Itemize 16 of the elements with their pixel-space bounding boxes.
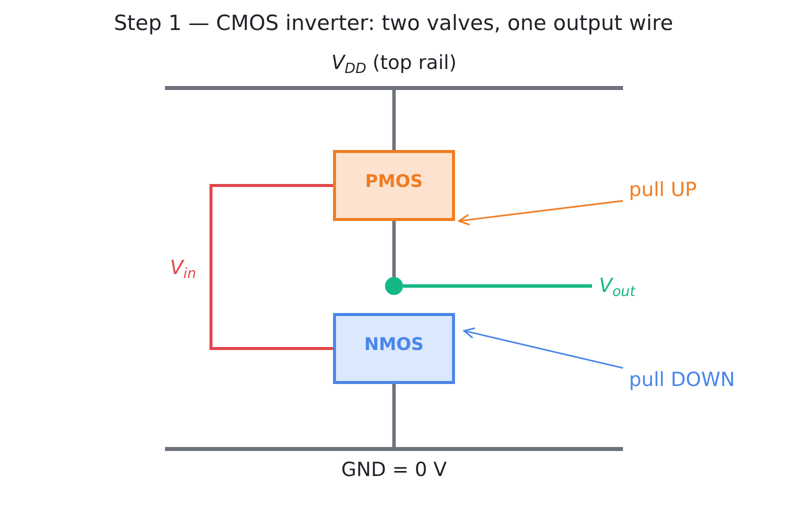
title: Step 1 — CMOS inverter: two valves, one output wire	[112, 10, 674, 36]
transistor-box: PMOS	[333, 150, 455, 221]
rail-label: V$_{DD}$ (top rail)	[330, 51, 458, 75]
gate-wire	[210, 184, 333, 350]
wire	[392, 384, 396, 447]
junction-dot-icon	[385, 277, 403, 295]
output-label: V$_{out}$	[599, 274, 636, 298]
rail-label: GND = 0 V	[340, 458, 448, 482]
leader-arrow	[458, 200, 624, 226]
transistor-box: NMOS	[333, 313, 455, 384]
wire	[392, 221, 396, 277]
output-wire	[403, 284, 592, 288]
wire	[392, 90, 396, 150]
callout-label: pull DOWN	[629, 368, 736, 392]
leader-arrow	[463, 327, 624, 369]
callout-label: pull UP	[629, 178, 697, 202]
